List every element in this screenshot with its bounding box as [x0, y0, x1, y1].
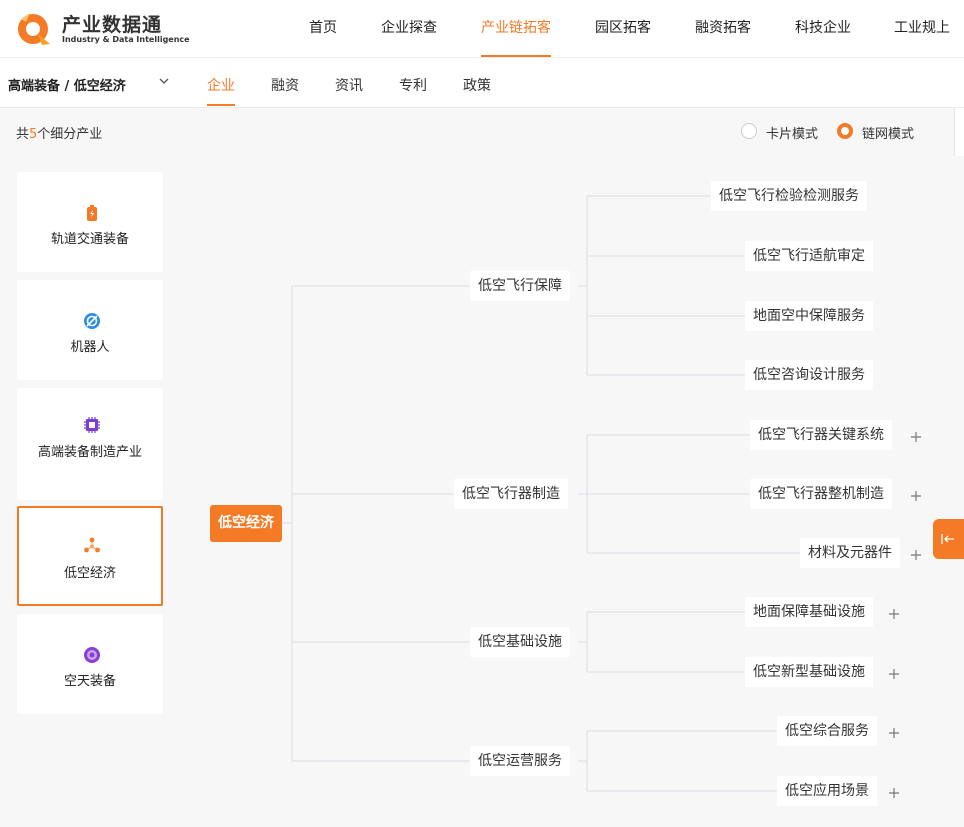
- tree-leaf-node[interactable]: 地面空中保障服务: [745, 301, 873, 331]
- card-mode-label[interactable]: 卡片模式: [766, 127, 819, 142]
- logo-subtitle: Industry & Data Intelligence: [62, 35, 190, 44]
- tree-leaf-node[interactable]: 地面保障基础设施: [745, 597, 873, 627]
- logo-icon: [18, 13, 50, 45]
- tab-active-indicator: [207, 104, 235, 106]
- network-mode-label[interactable]: 链网模式: [862, 127, 915, 142]
- scrollbar[interactable]: [954, 108, 964, 156]
- industry-card-robot[interactable]: 机器人: [17, 280, 163, 380]
- industry-card-low-altitude-economy[interactable]: 低空经济: [17, 506, 163, 606]
- sub-navigation-bar: 高端装备 / 低空经济 企业 融资 资讯 专利 政策: [0, 58, 964, 108]
- tree-branch-operation-services[interactable]: 低空运营服务: [470, 746, 570, 776]
- tree-branch-infrastructure[interactable]: 低空基础设施: [470, 627, 570, 657]
- battery-icon: [87, 205, 97, 221]
- nav-industrial-scale[interactable]: 工业规上: [894, 20, 950, 36]
- nav-industry-chain[interactable]: 产业链拓客: [481, 20, 551, 36]
- no-symbol-icon: [84, 313, 100, 329]
- nav-park[interactable]: 园区拓客: [595, 20, 651, 36]
- expand-plus-icon[interactable]: [910, 490, 922, 502]
- breadcrumb[interactable]: 高端装备 / 低空经济: [8, 79, 126, 94]
- tab-companies[interactable]: 企业: [207, 78, 235, 94]
- nav-tech-companies[interactable]: 科技企业: [795, 20, 851, 36]
- tab-financing[interactable]: 融资: [271, 78, 299, 94]
- tree-leaf-node[interactable]: 低空咨询设计服务: [745, 360, 873, 390]
- industry-card-label: 低空经济: [63, 566, 116, 581]
- tree-leaf-node[interactable]: 低空飞行检验检测服务: [711, 181, 867, 211]
- target-icon: [84, 647, 100, 663]
- tab-patents[interactable]: 专利: [399, 78, 427, 94]
- tree-leaf-node[interactable]: 低空新型基础设施: [745, 657, 873, 687]
- industry-card-aerospace[interactable]: 空天装备: [17, 614, 163, 714]
- tab-news[interactable]: 资讯: [335, 78, 363, 94]
- tab-policies[interactable]: 政策: [463, 78, 491, 94]
- tree-root-node[interactable]: 低空经济: [210, 505, 282, 542]
- industry-card-rail-transit[interactable]: 轨道交通装备: [17, 172, 163, 272]
- tree-leaf-node[interactable]: 低空飞行适航审定: [745, 241, 873, 271]
- chip-icon: [84, 417, 100, 433]
- nav-active-indicator: [481, 55, 551, 57]
- expand-plus-icon[interactable]: [910, 549, 922, 561]
- logo-title: 产业数据通: [62, 14, 163, 36]
- tree-leaf-node[interactable]: 低空应用场景: [777, 776, 877, 806]
- collapse-arrow-icon: [941, 534, 954, 544]
- tree-branch-aircraft-manufacturing[interactable]: 低空飞行器制造: [454, 479, 568, 509]
- tree-leaf-node[interactable]: 低空综合服务: [777, 716, 877, 746]
- expand-plus-icon[interactable]: [888, 787, 900, 799]
- side-panel-toggle-button[interactable]: [933, 519, 964, 559]
- app-logo[interactable]: 产业数据通 Industry & Data Intelligence: [16, 8, 216, 50]
- network-mode-radio[interactable]: [837, 123, 853, 139]
- nav-company-explore[interactable]: 企业探查: [381, 20, 437, 36]
- nav-home[interactable]: 首页: [309, 20, 337, 36]
- segment-count: 共5个细分产业: [16, 127, 103, 142]
- tree-leaf-node[interactable]: 材料及元器件: [800, 538, 900, 568]
- industry-card-label: 空天装备: [63, 674, 116, 689]
- industry-card-high-end-equipment[interactable]: 高端装备制造产业: [17, 388, 163, 500]
- tree-branch-flight-support[interactable]: 低空飞行保障: [470, 271, 570, 301]
- network-hub-icon: [84, 537, 100, 553]
- top-navigation-bar: 产业数据通 Industry & Data Intelligence 首页 企业…: [0, 0, 964, 58]
- tree-leaf-node[interactable]: 低空飞行器关键系统: [750, 420, 892, 450]
- industry-card-label: 高端装备制造产业: [37, 445, 142, 460]
- chevron-down-icon[interactable]: [158, 75, 170, 87]
- tree-leaf-node[interactable]: 低空飞行器整机制造: [750, 479, 892, 509]
- nav-financing[interactable]: 融资拓客: [695, 20, 751, 36]
- card-mode-radio[interactable]: [741, 123, 757, 139]
- industry-card-label: 机器人: [70, 340, 110, 355]
- expand-plus-icon[interactable]: [888, 668, 900, 680]
- industry-card-label: 轨道交通装备: [50, 232, 129, 247]
- expand-plus-icon[interactable]: [888, 608, 900, 620]
- expand-plus-icon[interactable]: [888, 727, 900, 739]
- expand-plus-icon[interactable]: [910, 431, 922, 443]
